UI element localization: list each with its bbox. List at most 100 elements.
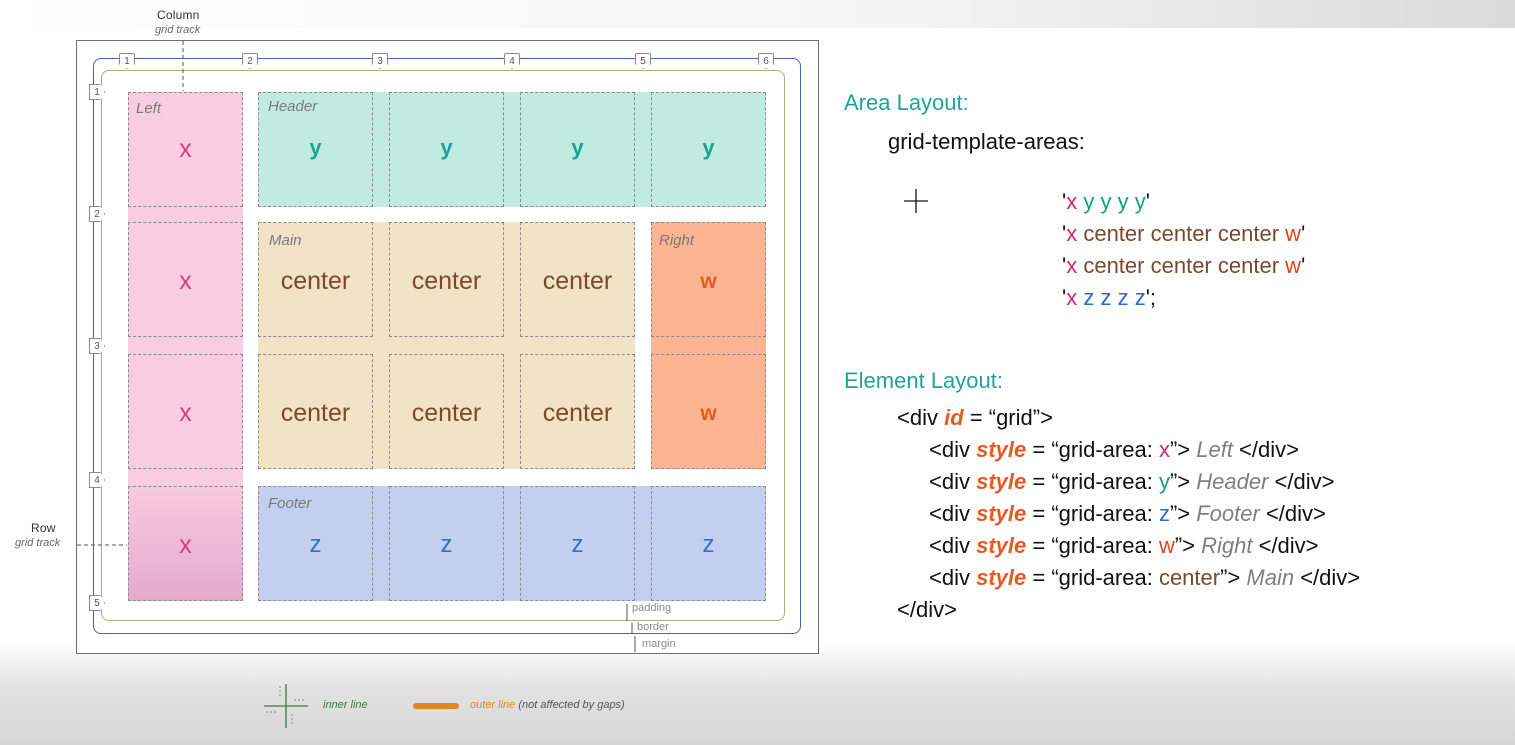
row-line-marker: 4 xyxy=(89,472,105,488)
area-label-left: Left xyxy=(136,100,162,117)
cell-letter-center: center xyxy=(542,399,613,427)
legend-inner-label: inner line xyxy=(323,699,368,711)
area-x-top xyxy=(128,92,243,486)
area-token: x xyxy=(1066,285,1078,310)
grid-child-div: <div style = “grid-area: w”> Right </div… xyxy=(929,533,1319,558)
grid-cell: y xyxy=(258,92,373,207)
area-token: y xyxy=(1100,189,1112,214)
row-line-marker: 1 xyxy=(89,84,105,100)
area-token: z xyxy=(1083,285,1095,310)
legend-outer-label: outer line (not affected by gaps) xyxy=(470,699,625,711)
grid-close-tag: </div> xyxy=(897,597,957,622)
row-track-subtitle: grid track xyxy=(15,537,61,549)
cell-letter-center: center xyxy=(542,267,613,295)
area-y xyxy=(258,92,766,207)
grid-cell: y xyxy=(651,92,766,207)
grid-cell: center xyxy=(520,222,635,337)
top-band xyxy=(0,0,1515,28)
area-token: center xyxy=(1217,221,1280,246)
grid-child-div: <div style = “grid-area: center”> Main <… xyxy=(929,565,1361,590)
row-line-marker: 2 xyxy=(89,206,105,222)
grid-cell: x xyxy=(128,92,243,207)
crosshair-cursor-icon xyxy=(904,189,928,213)
column-line-marker: 1 xyxy=(119,53,135,69)
area-z xyxy=(258,486,766,601)
column-line-marker: 4 xyxy=(504,53,520,69)
grid-cell: x xyxy=(128,354,243,469)
grid-cell: w xyxy=(651,222,766,337)
area-token: center xyxy=(1150,253,1212,278)
area-token: w xyxy=(1285,221,1302,246)
cell-letter-center: center xyxy=(280,267,351,295)
column-track-subtitle: grid track xyxy=(155,24,201,36)
area-token: z xyxy=(1117,285,1129,310)
cell-letter-y: y xyxy=(440,135,453,160)
grid-child-div: <div style = “grid-area: x”> Left </div> xyxy=(929,437,1299,462)
element-layout-heading: Element Layout: xyxy=(844,368,1003,393)
area-label-main: Main xyxy=(269,232,302,249)
area-token: center xyxy=(1083,221,1145,246)
cell-letter-w: w xyxy=(700,270,717,293)
area-row: 'x z z z z'; xyxy=(1062,285,1157,310)
border-label: border xyxy=(637,621,669,633)
cell-letter-x: x xyxy=(179,399,192,427)
area-row: 'x center center center w' xyxy=(1062,253,1306,278)
area-w xyxy=(651,222,766,469)
column-line-marker: 6 xyxy=(758,53,774,69)
grid-diagram: x y y y y x center center center w x cen… xyxy=(76,40,819,654)
area-token: y xyxy=(1117,189,1129,214)
grid-cell: center xyxy=(389,222,504,337)
area-label-header: Header xyxy=(268,98,318,115)
column-track-title: Column xyxy=(157,8,200,22)
track-indicators xyxy=(77,41,636,652)
cell-letter-center: center xyxy=(411,267,482,295)
inner-line-legend-icon xyxy=(264,684,308,728)
cell-letter-z: z xyxy=(571,531,584,558)
area-token: z xyxy=(1134,285,1146,310)
padding-label: padding xyxy=(632,602,672,614)
grid-open-tag: <div id = “grid”> xyxy=(897,405,1053,430)
cell-letter-center: center xyxy=(411,399,482,427)
area-token: x xyxy=(1066,221,1078,246)
column-line-marker: 2 xyxy=(242,53,258,69)
area-token: y xyxy=(1134,189,1146,214)
area-token: w xyxy=(1285,253,1302,278)
column-line-marker: 3 xyxy=(372,53,388,69)
cell-letter-center: center xyxy=(280,399,351,427)
grid-cell: center xyxy=(520,354,635,469)
grid-cell: x xyxy=(128,222,243,337)
cell-letter-y: y xyxy=(571,135,584,160)
row-line-marker: 3 xyxy=(89,338,105,354)
grid-cell: center xyxy=(258,222,373,337)
area-token: x xyxy=(1066,253,1078,278)
grid-template-areas-property: grid-template-areas: xyxy=(888,129,1085,154)
area-token: center xyxy=(1217,253,1280,278)
area-token: y xyxy=(1083,189,1095,214)
grid-cell: x xyxy=(128,486,243,601)
grid-cell: center xyxy=(258,354,373,469)
area-token: center xyxy=(1083,253,1145,278)
grid-cell: z xyxy=(651,486,766,601)
row-line-marker: 5 xyxy=(89,595,105,611)
outer-line-legend-swatch xyxy=(413,703,459,709)
area-row: 'x y y y y' xyxy=(1062,189,1150,214)
grid-cell: z xyxy=(389,486,504,601)
grid-cell: y xyxy=(389,92,504,207)
grid-cell: z xyxy=(520,486,635,601)
cell-letter-x: x xyxy=(179,531,192,559)
area-layout-heading: Area Layout: xyxy=(844,90,969,115)
grid-cell: w xyxy=(651,354,766,469)
area-row: 'x center center center w' xyxy=(1062,221,1306,246)
grid-cell: z xyxy=(258,486,373,601)
cell-letter-y: y xyxy=(702,135,715,160)
area-x-bottom xyxy=(128,486,243,601)
cell-letter-w: w xyxy=(700,402,717,425)
grid-child-div: <div style = “grid-area: y”> Header </di… xyxy=(929,469,1335,494)
area-label-right: Right xyxy=(659,232,695,249)
area-token: x xyxy=(1066,189,1078,214)
margin-label: margin xyxy=(642,638,676,650)
grid-child-div: <div style = “grid-area: z”> Footer </di… xyxy=(929,501,1326,526)
column-line-marker: 5 xyxy=(635,53,651,69)
row-track-title: Row xyxy=(31,521,56,535)
area-token: z xyxy=(1100,285,1112,310)
